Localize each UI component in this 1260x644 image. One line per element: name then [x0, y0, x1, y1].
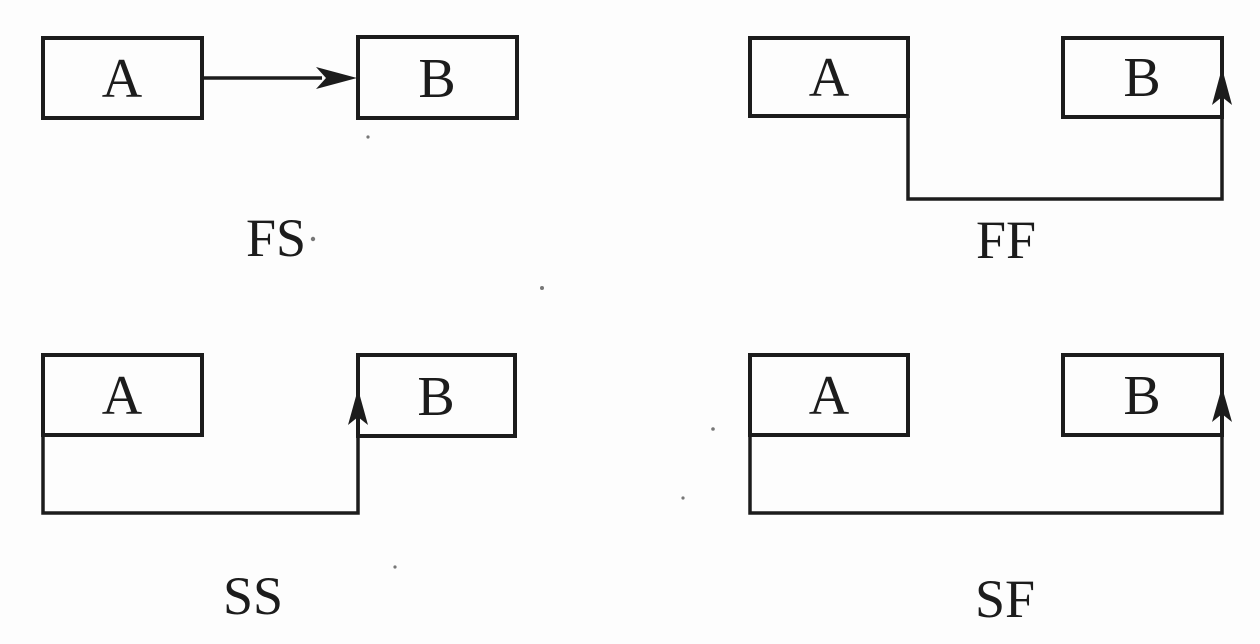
scan-speck — [393, 565, 397, 569]
ss-box-a-letter: A — [102, 365, 143, 427]
sf-box-b-letter: B — [1123, 365, 1160, 427]
scan-speck — [366, 135, 370, 139]
ff-arrowhead — [1212, 68, 1232, 105]
scan-speck — [310, 236, 316, 242]
fs-box-a-letter: A — [102, 48, 143, 110]
ff-box-a-letter: A — [809, 47, 850, 109]
ss-type-label: SS — [223, 566, 283, 626]
quadrant-ss: A B SS — [41, 353, 517, 626]
ss-arrowhead — [348, 389, 368, 425]
ss-connector-line — [41, 420, 360, 515]
scan-artifacts — [310, 135, 715, 569]
ss-box-b-letter: B — [417, 366, 454, 428]
fs-type-label: FS — [246, 208, 306, 268]
quadrant-ff: A B FF — [748, 36, 1232, 270]
ss-box-a — [41, 353, 204, 437]
sf-arrowhead — [1212, 387, 1232, 422]
ff-connector-line — [906, 100, 1224, 201]
scan-speck — [711, 427, 715, 431]
scan-speck — [540, 286, 544, 290]
sf-connector-line — [748, 418, 1224, 515]
ff-box-a — [748, 36, 910, 118]
ff-type-label: FF — [976, 210, 1036, 270]
fs-box-b — [356, 35, 519, 120]
sf-type-label: SF — [975, 569, 1035, 629]
quadrant-sf: A B SF — [748, 353, 1232, 629]
sf-box-a-letter: A — [809, 365, 850, 427]
scan-speck — [681, 496, 685, 500]
ff-box-b-letter: B — [1123, 47, 1160, 109]
fs-box-b-letter: B — [418, 48, 455, 110]
quadrant-fs: A B FS — [41, 35, 519, 268]
sf-box-a — [748, 353, 910, 437]
fs-arrowhead — [316, 67, 357, 89]
